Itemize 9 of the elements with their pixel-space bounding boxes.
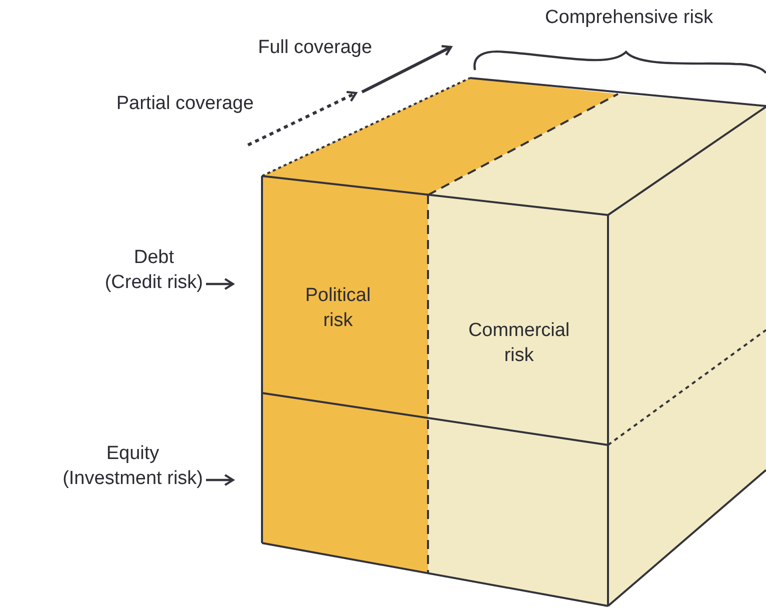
arrow [206, 278, 234, 290]
arrow [206, 474, 234, 486]
row-label: Equity (Investment risk) [62, 441, 203, 491]
annotation-text: Partial coverage [115, 92, 255, 116]
annotation-text: Comprehensive risk [544, 6, 714, 30]
segment-label: Political risk [288, 283, 388, 333]
annotation-text: Full coverage [256, 36, 374, 60]
segment-label: Commercial risk [454, 318, 584, 368]
row-label: Debt (Credit risk) [104, 245, 203, 295]
